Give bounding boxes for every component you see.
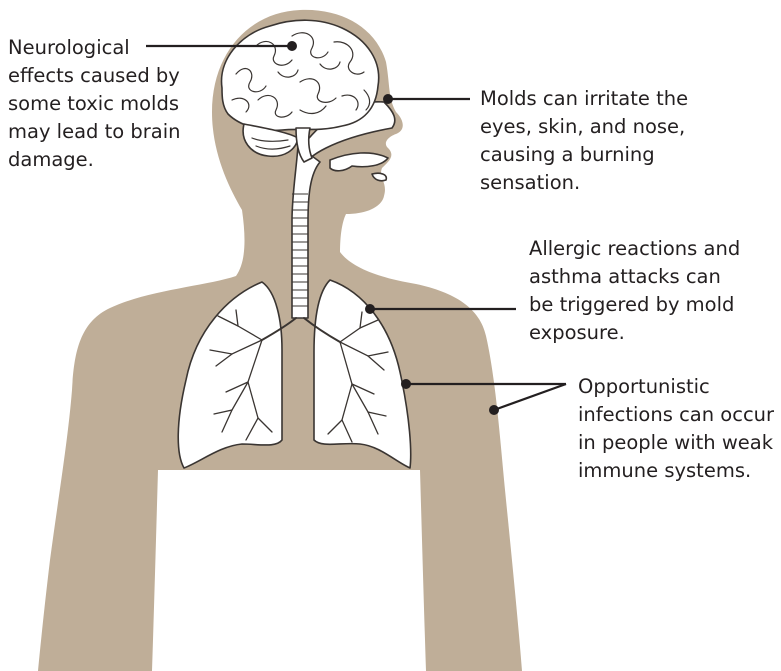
callout-line: causing a burning xyxy=(480,141,688,169)
callout-line: asthma attacks can xyxy=(529,263,740,291)
leader-dot-infection-skin xyxy=(489,405,499,415)
callout-line: in people with weak xyxy=(578,429,774,457)
callout-line: be triggered by mold xyxy=(529,291,740,319)
leader-dot-brain xyxy=(287,41,297,51)
callout-line: some toxic molds xyxy=(8,90,181,118)
leader-dot-lung xyxy=(365,304,375,314)
callout-line: Neurological xyxy=(8,34,181,62)
callout-irritation: Molds can irritate the eyes, skin, and n… xyxy=(480,85,688,197)
leader-dot-infection-lung xyxy=(401,379,411,389)
leader-dot-nose xyxy=(383,94,393,104)
callout-line: Opportunistic xyxy=(578,373,774,401)
callout-line: may lead to brain xyxy=(8,118,181,146)
callout-line: eyes, skin, and nose, xyxy=(480,113,688,141)
leader-line-infection-skin xyxy=(494,384,566,410)
callout-line: Molds can irritate the xyxy=(480,85,688,113)
callout-line: infections can occur xyxy=(578,401,774,429)
callout-infection: Opportunistic infections can occur in pe… xyxy=(578,373,774,485)
callout-line: immune systems. xyxy=(578,457,774,485)
callout-line: effects caused by xyxy=(8,62,181,90)
callout-line: Allergic reactions and xyxy=(529,235,740,263)
callout-neurological: Neurological effects caused by some toxi… xyxy=(8,34,181,174)
callout-line: sensation. xyxy=(480,169,688,197)
callout-allergy: Allergic reactions and asthma attacks ca… xyxy=(529,235,740,347)
callout-line: damage. xyxy=(8,146,181,174)
callout-line: exposure. xyxy=(529,319,740,347)
